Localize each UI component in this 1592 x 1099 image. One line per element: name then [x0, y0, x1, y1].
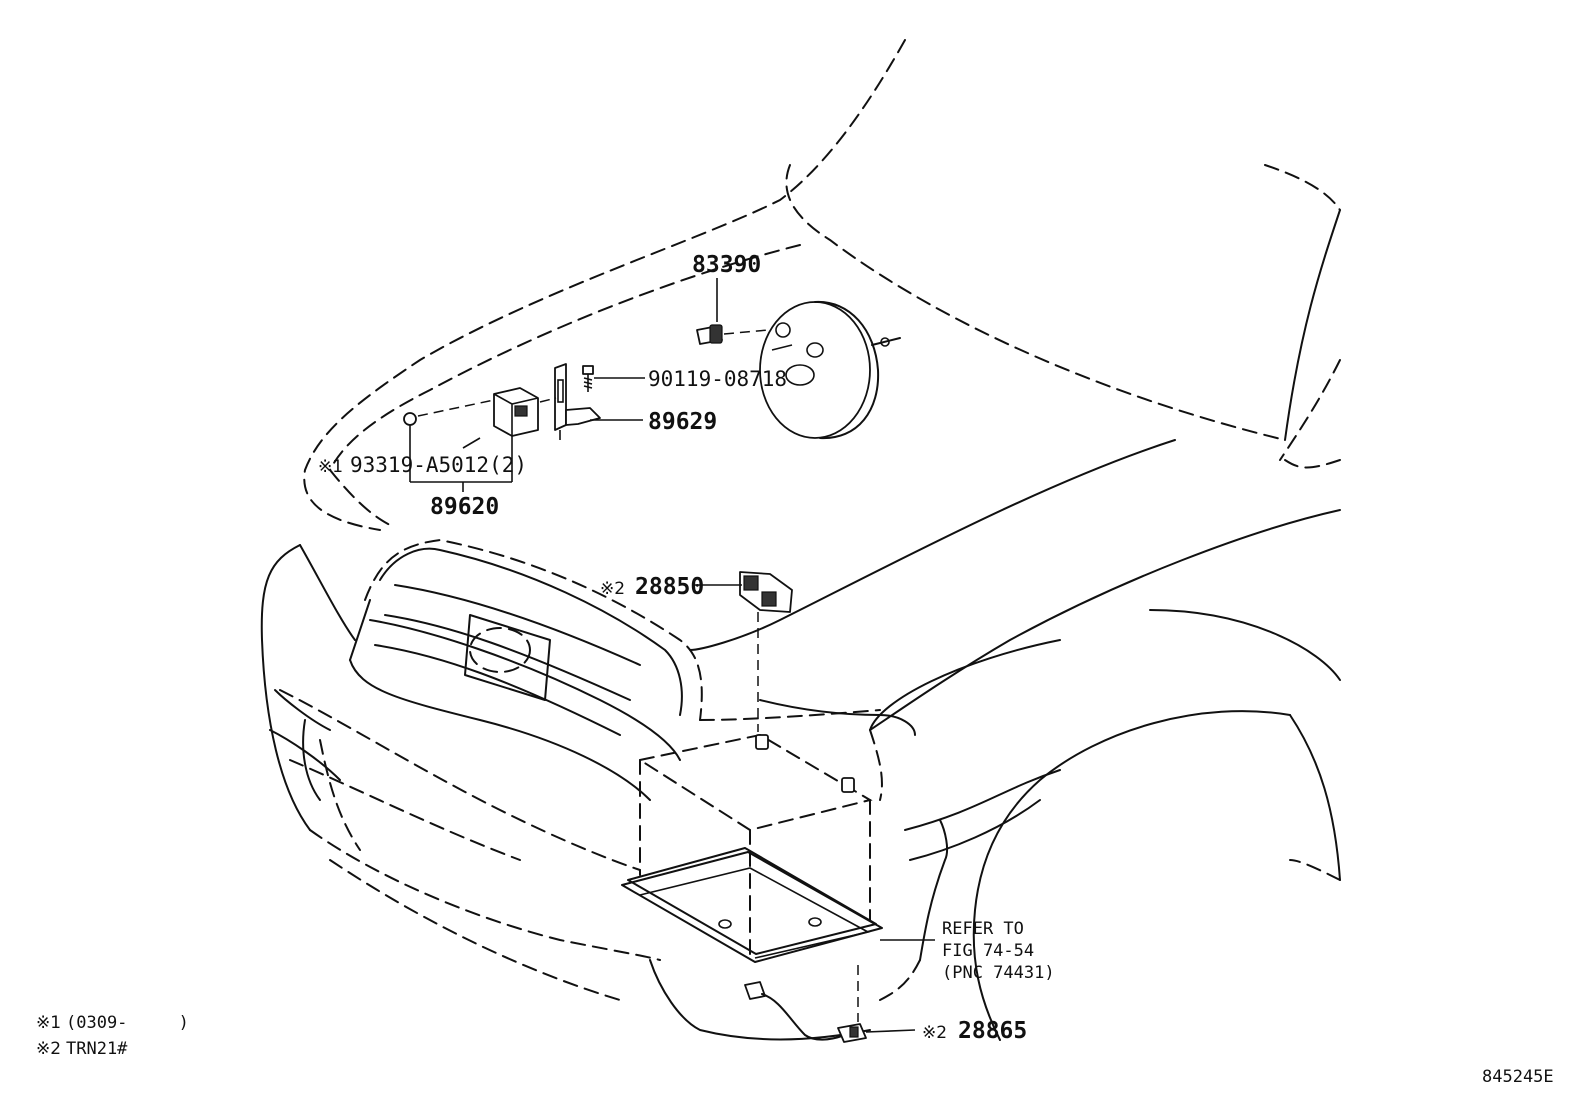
- figure-id: 845245E: [1482, 1067, 1554, 1087]
- label-89629: 89629: [648, 409, 717, 435]
- label-89620: 89620: [430, 494, 499, 520]
- part-labels: 83390 90119-08718 89629 ※1 93319-A5012(2…: [318, 252, 1027, 1044]
- footnote-1-text: (0309- ): [66, 1013, 189, 1033]
- footnote-2-text: TRN21#: [66, 1039, 128, 1059]
- label-93319-A5012: 93319-A5012(2): [350, 453, 527, 477]
- label-90119-08718: 90119-08718: [648, 367, 787, 391]
- label-83390: 83390: [692, 252, 761, 278]
- refer-note-line2: FIG 74-54: [942, 941, 1034, 961]
- footnote-1-mark: ※1: [36, 1013, 61, 1033]
- leader-lines: [409, 278, 935, 1033]
- vehicle-outline: [260, 39, 1341, 1041]
- module-89620-icon: [493, 387, 557, 437]
- sensor-28865-icon: [744, 965, 867, 1043]
- bolt-90119-icon: [582, 365, 594, 392]
- screw-93319-icon: [403, 399, 495, 440]
- refer-note-line3: (PNC 74431): [942, 963, 1055, 983]
- footnotes: ※1 (0309- ) ※2 TRN21#: [36, 1013, 189, 1059]
- label-28865: 28865: [958, 1018, 1027, 1044]
- brake-booster-icon: [759, 300, 901, 440]
- footnote-2-mark: ※2: [36, 1039, 61, 1059]
- mark-93319: ※1: [318, 457, 343, 477]
- sensor-83390-icon: [696, 324, 769, 345]
- label-28850: 28850: [635, 574, 704, 600]
- bracket-89629-icon: [554, 363, 601, 440]
- refer-note: REFER TO FIG 74-54 (PNC 74431): [942, 919, 1055, 983]
- refer-note-line1: REFER TO: [942, 919, 1024, 939]
- battery-tray: [621, 733, 883, 963]
- mark-28865: ※2: [922, 1023, 947, 1043]
- mark-28850: ※2: [600, 579, 625, 599]
- sensor-28850-icon: [739, 571, 793, 732]
